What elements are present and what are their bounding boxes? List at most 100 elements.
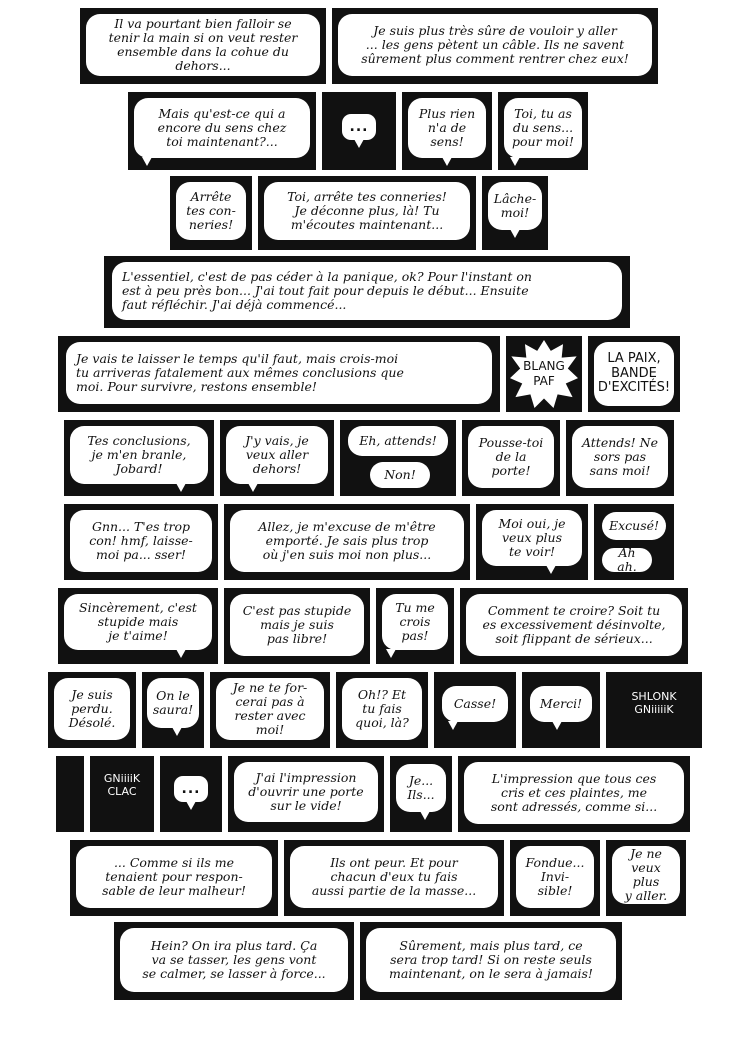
- sound-effect-burst: BLANG PAF: [510, 340, 578, 408]
- bubble-tail: [442, 157, 452, 166]
- speech-bubble: ... Comme si ils me tenaient pour respon…: [76, 846, 272, 908]
- comic-panel: On le saura!: [142, 672, 204, 748]
- comic-panel: Je suis perdu. Désolé.: [48, 672, 136, 748]
- speech-bubble: Moi oui, je veux plus te voir!: [482, 510, 582, 566]
- comic-panel: Allez, je m'excuse de m'être emporté. Je…: [224, 504, 470, 580]
- comic-panel: Lâche- moi!: [482, 176, 548, 250]
- dialogue-text: Casse!: [453, 696, 497, 711]
- comic-panel: Fondue... Invi- sible!: [510, 840, 600, 916]
- speech-bubble: C'est pas stupide mais je suis pas libre…: [230, 594, 364, 656]
- comic-panel: BLANG PAF: [506, 336, 582, 412]
- dialogue-text: Ah ah.: [617, 545, 637, 574]
- sound-effect-text: BLANG PAF: [523, 359, 565, 388]
- dialogue-text: Eh, attends!: [359, 433, 437, 448]
- speech-bubble: Hein? On ira plus tard. Ça va se tasser,…: [120, 928, 348, 992]
- bubble-tail: [142, 157, 152, 166]
- speech-bubble: Mais qu'est-ce qui a encore du sens chez…: [134, 98, 310, 158]
- comic-panel: [56, 756, 84, 832]
- comic-panel: Comment te croire? Soit tu es excessivem…: [460, 588, 688, 664]
- speech-bubble: Non!: [370, 462, 430, 488]
- dialogue-text: ... Comme si ils me tenaient pour respon…: [102, 855, 246, 898]
- dialogue-text: J'ai l'impression d'ouvrir une porte sur…: [248, 770, 364, 813]
- comic-panel: L'impression que tous ces cris et ces pl…: [458, 756, 690, 832]
- dialogue-text: Comment te croire? Soit tu es excessivem…: [482, 603, 666, 646]
- bubble-tail: [354, 139, 364, 148]
- dialogue-text: Il va pourtant bien falloir se tenir la …: [108, 16, 298, 73]
- comic-panel: Sûrement, mais plus tard, ce sera trop t…: [360, 922, 622, 1000]
- dialogue-text: Non!: [384, 467, 416, 482]
- speech-bubble: Je... Ils...: [396, 764, 446, 812]
- speech-bubble: Lâche- moi!: [488, 182, 542, 230]
- bubble-tail: [176, 649, 186, 658]
- comic-panel: Ils ont peur. Et pour chacun d'eux tu fa…: [284, 840, 504, 916]
- dialogue-text: L'impression que tous ces cris et ces pl…: [490, 771, 658, 814]
- dialogue-text: Lâche- moi!: [493, 191, 537, 220]
- comic-panel: J'ai l'impression d'ouvrir une porte sur…: [228, 756, 384, 832]
- dialogue-text: Attends! Ne sors pas sans moi!: [581, 435, 659, 478]
- dialogue-text: Je vais te laisser le temps qu'il faut, …: [76, 351, 404, 394]
- bubble-tail: [186, 801, 196, 810]
- speech-bubble: Plus rien n'a de sens!: [408, 98, 486, 158]
- speech-bubble: Fondue... Invi- sible!: [516, 846, 594, 908]
- comic-panel: Moi oui, je veux plus te voir!: [476, 504, 588, 580]
- speech-bubble: Je vais te laisser le temps qu'il faut, …: [66, 342, 492, 404]
- comic-panel: Toi, arrête tes conneries! Je déconne pl…: [258, 176, 476, 250]
- dialogue-text: Excusé!: [608, 518, 660, 533]
- bubble-tail: [552, 721, 562, 730]
- dialogue-text: Je suis plus très sûre de vouloir y alle…: [361, 23, 629, 66]
- dialogue-text: Je ne veux plus y aller.: [624, 846, 668, 903]
- speech-bubble: Sincèrement, c'est stupide mais je t'aim…: [64, 594, 212, 650]
- comic-panel: Attends! Ne sors pas sans moi!: [566, 420, 674, 496]
- speech-bubble: Toi, tu as du sens... pour moi!: [504, 98, 582, 158]
- dialogue-text: LA PAIX, BANDE D'EXCITÉS!: [597, 350, 671, 396]
- speech-bubble: Je ne te for- cerai pas à rester avec mo…: [216, 678, 324, 740]
- speech-bubble: Ils ont peur. Et pour chacun d'eux tu fa…: [290, 846, 498, 908]
- dialogue-text: Merci!: [539, 696, 583, 711]
- bubble-tail: [176, 483, 186, 492]
- comic-panel: Plus rien n'a de sens!: [402, 92, 492, 170]
- speech-bubble: Il va pourtant bien falloir se tenir la …: [86, 14, 320, 76]
- dialogue-text: Fondue... Invi- sible!: [525, 855, 585, 898]
- dialogue-text: Hein? On ira plus tard. Ça va se tasser,…: [142, 938, 326, 981]
- speech-bubble: J'y vais, je veux aller dehors!: [226, 426, 328, 484]
- speech-bubble: Eh, attends!: [348, 426, 448, 456]
- dialogue-text: Tu me crois pas!: [395, 600, 435, 643]
- comic-panel: Tu me crois pas!: [376, 588, 454, 664]
- dialogue-text: On le saura!: [152, 688, 194, 717]
- comic-panel: LA PAIX, BANDE D'EXCITÉS!: [588, 336, 680, 412]
- comic-panel: Je... Ils...: [390, 756, 452, 832]
- speech-bubble: Pousse-toi de la porte!: [468, 426, 554, 488]
- comic-panel: Je vais te laisser le temps qu'il faut, …: [58, 336, 500, 412]
- comic-panel: Arrête tes con- neries!: [170, 176, 252, 250]
- dialogue-text: Pousse-toi de la porte!: [478, 435, 544, 478]
- speech-bubble: J'ai l'impression d'ouvrir une porte sur…: [234, 762, 378, 822]
- ellipsis-bubble: ...: [342, 114, 376, 140]
- speech-bubble: Ah ah.: [602, 545, 652, 574]
- bubble-tail: [248, 483, 258, 492]
- bubble-tail: [386, 649, 396, 658]
- comic-panel: L'essentiel, c'est de pas céder à la pan…: [104, 256, 630, 328]
- speech-bubble: Tu me crois pas!: [382, 594, 448, 650]
- speech-bubble: Tes conclusions, je m'en branle, Jobard!: [70, 426, 208, 484]
- dialogue-text: Arrête tes con- neries!: [186, 189, 236, 232]
- speech-bubble: Attends! Ne sors pas sans moi!: [572, 426, 668, 488]
- speech-bubble: LA PAIX, BANDE D'EXCITÉS!: [594, 342, 674, 406]
- comic-panel: Oh!? Et tu fais quoi, là?: [336, 672, 428, 748]
- comic-panel: GNiiiiK CLAC: [90, 756, 154, 832]
- bubble-tail: [420, 811, 430, 820]
- speech-bubble: Merci!: [530, 686, 592, 722]
- comic-panel: ...: [322, 92, 396, 170]
- speech-bubble: Sûrement, mais plus tard, ce sera trop t…: [366, 928, 616, 992]
- comic-panel: Pousse-toi de la porte!: [462, 420, 560, 496]
- comic-panel: Hein? On ira plus tard. Ça va se tasser,…: [114, 922, 354, 1000]
- dialogue-text: Toi, arrête tes conneries! Je déconne pl…: [287, 189, 447, 232]
- speech-bubble: Excusé!: [602, 512, 666, 540]
- comic-panel: Eh, attends! Non!: [340, 420, 456, 496]
- dialogue-text: Mais qu'est-ce qui a encore du sens chez…: [157, 106, 287, 149]
- comic-panel: Sincèrement, c'est stupide mais je t'aim…: [58, 588, 218, 664]
- speech-bubble: Je ne veux plus y aller.: [612, 846, 680, 904]
- speech-bubble: Casse!: [442, 686, 508, 722]
- comic-panel: Excusé! Ah ah.: [594, 504, 674, 580]
- comic-panel: Il va pourtant bien falloir se tenir la …: [80, 8, 326, 84]
- dialogue-text: L'essentiel, c'est de pas céder à la pan…: [122, 269, 532, 312]
